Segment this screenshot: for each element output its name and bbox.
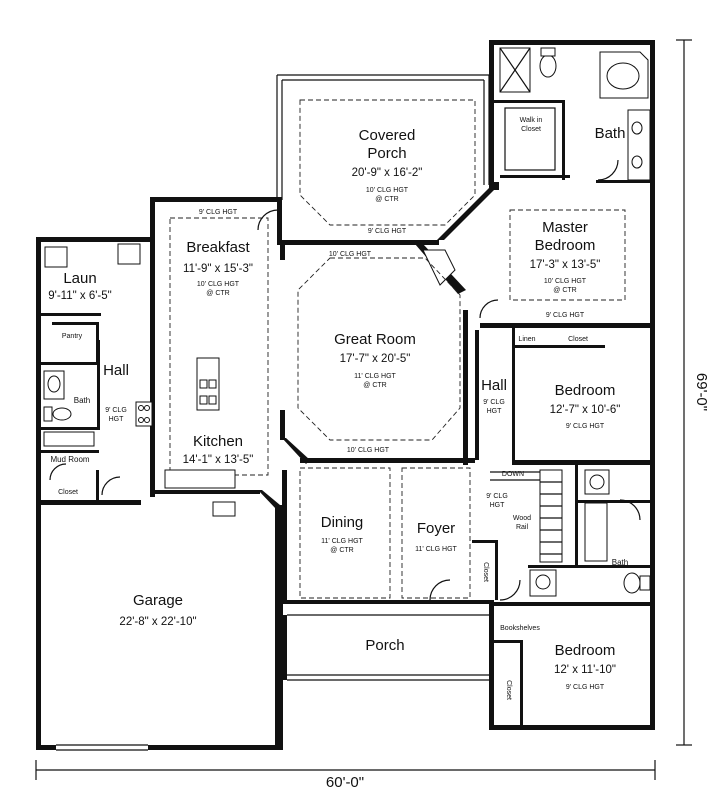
overall-depth-label: 69'-0" [693,373,710,411]
hall-right-note-2: HGT [487,408,503,415]
covered-porch-edge-note: 9' CLG HGT [368,228,407,235]
bedroom3-closet-name: Closet [505,680,512,700]
dimension-lines [35,39,692,780]
bedroom3-note: 9' CLG HGT [566,684,605,691]
hall-right-name: Hall [481,377,507,394]
covered-porch-note-2: @ CTR [375,196,398,203]
hall-left-note-2: HGT [109,416,125,423]
master-bedroom-name-2: Bedroom [535,237,596,254]
bath-left-name: Bath [74,396,90,405]
great-room-edge-note-bottom: 10' CLG HGT [347,447,390,454]
covered-porch-labels: Covered Porch 20'-9" x 16'-2" 10' CLG HG… [352,127,423,235]
dining-note-1: 11' CLG HGT [321,538,363,545]
linen-name: Linen [518,336,535,343]
fixtures [43,47,651,601]
laundry-name: Laun [63,270,96,287]
stair-down-label: DOWN [502,471,524,478]
interior-walls [41,100,652,725]
laundry-size: 9'-11" x 6'-5" [48,290,111,302]
kitchen-name: Kitchen [193,433,243,450]
covered-porch-name-2: Porch [367,145,406,162]
dining-name: Dining [321,514,364,531]
bedroom2-note: 9' CLG HGT [566,423,605,430]
bedroom3-name: Bedroom [555,642,616,659]
stair-note-1: 9' CLG [486,493,508,500]
great-room-name: Great Room [334,331,416,348]
breakfast-name: Breakfast [186,239,250,256]
foyer-closet-name: Closet [482,562,489,582]
ceiling-outlines [169,99,626,599]
master-bath-name: Bath [595,125,626,142]
dining-note-2: @ CTR [330,547,353,554]
bookshelves-label: Bookshelves [500,625,540,632]
stair-note-2: HGT [490,502,506,509]
breakfast-note-2: @ CTR [206,290,229,297]
great-room-note-2: @ CTR [363,382,386,389]
breakfast-note-1: 10' CLG HGT [197,281,240,288]
stair-treads [490,469,563,563]
breakfast-edge-note: 9' CLG HGT [199,209,238,216]
breakfast-size: 11'-9" x 15'-3" [183,263,253,275]
master-bedroom-size: 17'-3" x 13'-5" [530,259,601,271]
kitchen-size: 14'-1" x 13'-5" [183,454,254,466]
pantry-name: Pantry [62,333,83,340]
bedroom3-size: 12' x 11'-10" [554,664,616,676]
porch-name: Porch [365,637,404,654]
mud-room-name: Mud Room [50,455,89,464]
great-room-note-1: 11' CLG HGT [354,373,396,380]
hall-left-name: Hall [103,362,129,379]
bath-right-name: Bath [612,558,628,567]
bedroom2-name: Bedroom [555,382,616,399]
foyer-name: Foyer [417,520,455,537]
master-bedroom-edge-note: 9' CLG HGT [546,312,585,319]
bedroom2-closet-name: Closet [568,336,588,343]
overall-width-label: 60'-0" [326,774,364,791]
covered-porch-note-1: 10' CLG HGT [366,187,409,194]
master-bedroom-note-1: 10' CLG HGT [544,278,587,285]
garage-door [56,744,148,751]
walk-in-closet-name-1: Walk in [520,117,543,124]
wood-rail-label-1: Wood [513,515,531,522]
covered-porch-name-1: Covered [359,127,416,144]
garage-name: Garage [133,592,183,609]
porch-structure [276,74,490,681]
walk-in-closet-name-2: Closet [521,126,541,133]
master-bedroom-name-1: Master [542,219,588,236]
bedroom2-size: 12'-7" x 10'-6" [550,404,621,416]
covered-porch-size: 20'-9" x 16'-2" [352,167,423,179]
garage-size: 22'-8" x 22'-10" [119,616,196,628]
master-bedroom-note-2: @ CTR [553,287,576,294]
great-room-size: 17'-7" x 20'-5" [340,353,411,365]
exterior-walls [36,40,655,750]
hall-left-note-1: 9' CLG [105,407,127,414]
foyer-note: 11' CLG HGT [415,546,457,553]
wood-rail-label-2: Rail [516,524,529,531]
hall-right-note-1: 9' CLG [483,399,505,406]
master-bedroom-labels: Master Bedroom 17'-3" x 13'-5" 10' CLG H… [530,219,601,319]
mud-closet-name: Closet [58,489,78,496]
breakfast-labels: 9' CLG HGT Breakfast 11'-9" x 15'-3" 10'… [183,209,253,297]
great-room-edge-note-top: 10' CLG HGT [329,251,372,258]
great-room-labels: 10' CLG HGT Great Room 17'-7" x 20'-5" 1… [329,251,416,454]
